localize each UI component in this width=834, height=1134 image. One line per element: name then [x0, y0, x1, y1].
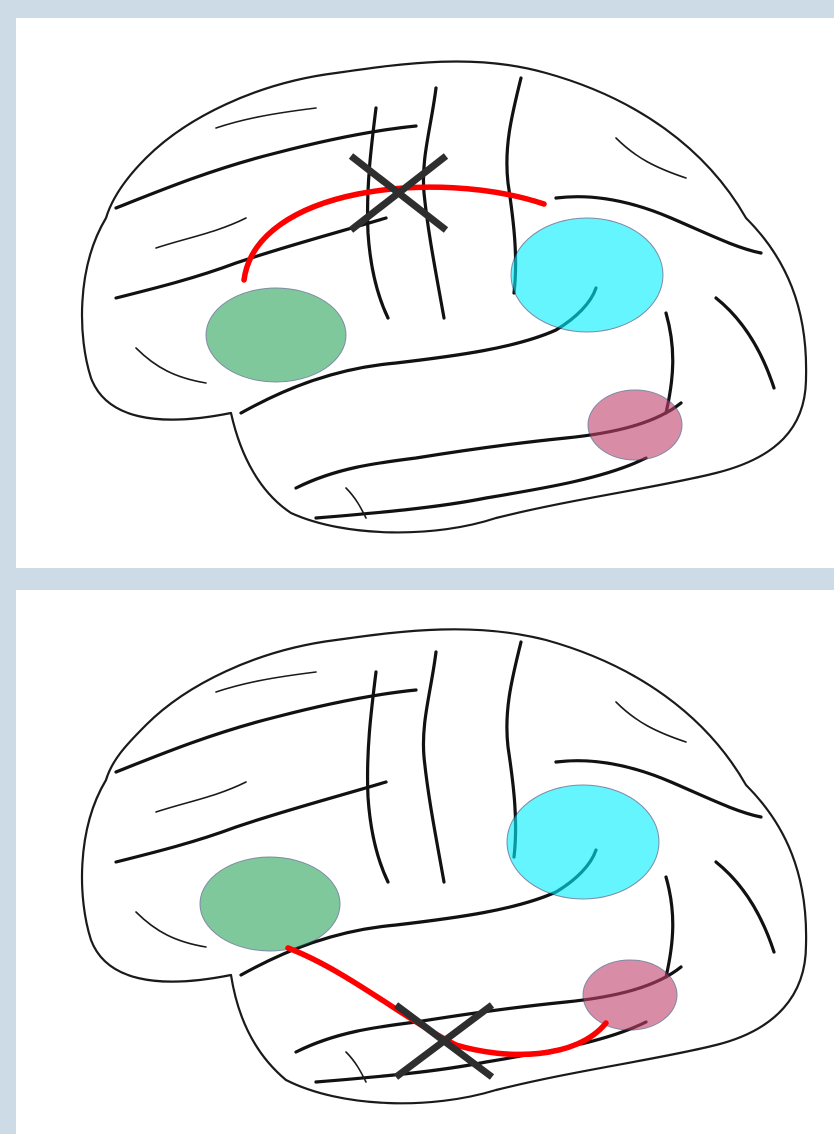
- brain-diagram-dorsal: [16, 18, 834, 568]
- parietal-region: [511, 218, 663, 332]
- broca-area-region: [206, 288, 346, 382]
- wernicke-area-region: [583, 960, 677, 1030]
- brain-outline: [82, 61, 806, 532]
- brain-diagram-ventral: [16, 590, 834, 1134]
- diagram-panel-dorsal: [16, 18, 834, 568]
- brain-illustration: [82, 61, 806, 532]
- diagram-panel-ventral: [16, 590, 834, 1134]
- parietal-region: [507, 785, 659, 899]
- broca-area-region: [200, 857, 340, 951]
- brain-outline: [82, 629, 806, 1103]
- brain-illustration: [82, 629, 806, 1103]
- wernicke-area-region: [588, 390, 682, 460]
